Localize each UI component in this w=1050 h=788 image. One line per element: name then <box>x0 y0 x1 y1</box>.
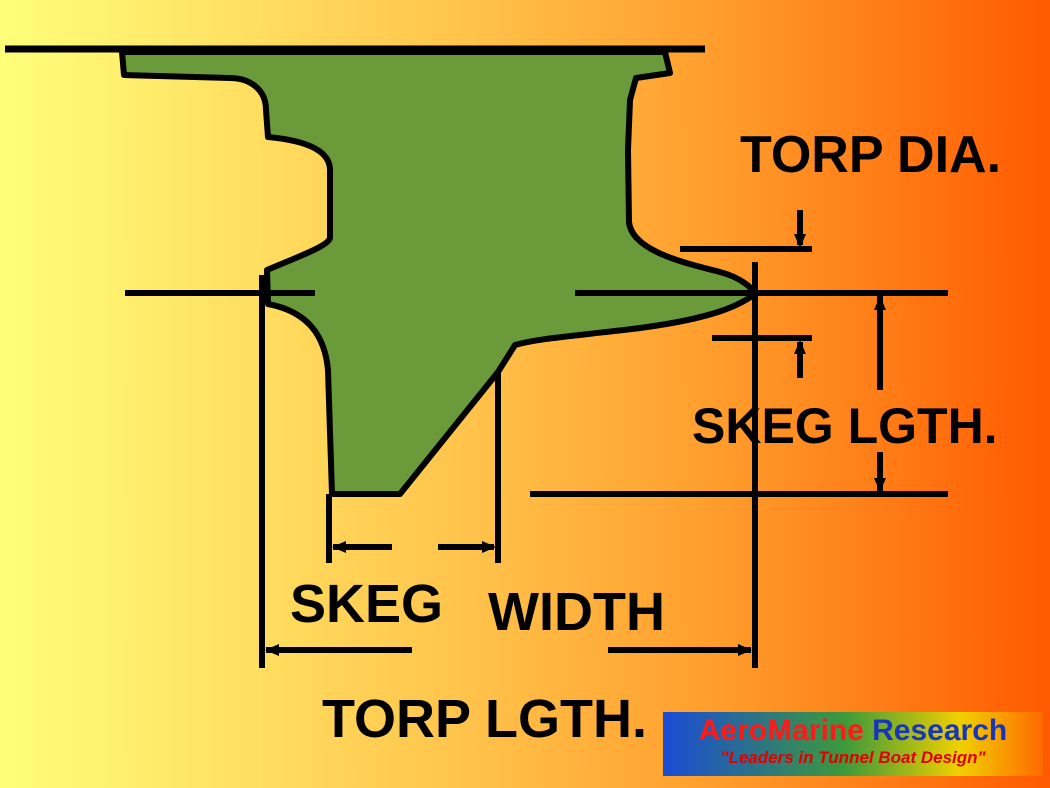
gearcase-body <box>119 49 758 497</box>
skeg-width-arrowhead-left <box>332 541 346 553</box>
brand-name-part2: Research <box>872 714 1008 747</box>
brand-name-part1: AeroMarine <box>698 714 864 747</box>
skeg-lgth-label: SKEG LGTH. <box>692 398 998 454</box>
skeg-lgth-arrowhead-bottom <box>874 478 886 492</box>
torp-dia-arrowhead-bottom <box>794 340 806 354</box>
brand-tagline: "Leaders in Tunnel Boat Design" <box>720 748 986 767</box>
torp-lgth-arrowhead-left <box>265 644 279 656</box>
skeg-label: SKEG <box>290 574 443 634</box>
brand-name: AeroMarine Research <box>663 715 1043 747</box>
skeg-width-arrowhead-right <box>482 541 496 553</box>
torp-dia-label: TORP DIA. <box>740 126 1001 184</box>
aeromarine-logo-banner: AeroMarine Research "Leaders in Tunnel B… <box>663 712 1043 776</box>
width-label: WIDTH <box>488 582 665 642</box>
torp-lgth-label: TORP LGTH. <box>322 689 647 749</box>
skeg-lgth-arrowhead-top <box>874 296 886 310</box>
torp-lgth-arrowhead-right <box>738 644 752 656</box>
torp-dia-arrowhead-top <box>794 234 806 248</box>
